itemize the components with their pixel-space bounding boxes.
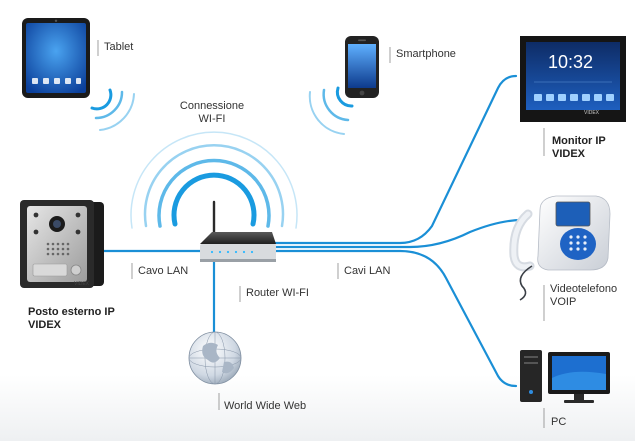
label-router: Router WI-FI (246, 287, 309, 299)
label-videophone: Videotelefono VOIP (550, 283, 617, 309)
cable-router-videophone (270, 218, 524, 249)
door-station-device (20, 200, 104, 288)
label-pc: PC (551, 416, 567, 428)
cable-router-pc (270, 249, 518, 388)
door-brand-text: VIDEX (74, 281, 90, 287)
pc-device (520, 350, 610, 403)
label-smartphone: Smartphone (396, 48, 456, 60)
label-door-station: Posto esterno IP VIDEX (28, 306, 115, 332)
smartphone-wifi-waves (308, 86, 354, 135)
label-wifi-connection: Connessione WI-FI (172, 100, 252, 126)
label-videophone-line2: VOIP (550, 296, 577, 308)
lan-cables (98, 74, 524, 388)
label-cavo-lan: Cavo LAN (138, 265, 189, 277)
tablet-wifi-waves (90, 88, 135, 131)
router-device (200, 200, 276, 262)
cable-router-monitor (270, 74, 518, 245)
monitor-brand-text: VIDEX (584, 110, 600, 116)
label-videophone-line1: Videotelefono (550, 283, 618, 295)
wifi-rings (130, 131, 298, 229)
label-monitor-line2: VIDEX (552, 148, 586, 160)
smartphone-device (345, 36, 379, 98)
label-www: World Wide Web (224, 400, 307, 412)
tablet-device (22, 18, 90, 98)
label-door-line1: Posto esterno IP (28, 306, 115, 318)
monitor-clock: 10:32 (548, 52, 594, 72)
globe-icon (188, 331, 242, 385)
label-tablet: Tablet (104, 41, 134, 53)
videophone-device (509, 195, 611, 301)
label-monitor-line1: Monitor IP (552, 135, 606, 147)
label-monitor: Monitor IP VIDEX (552, 135, 606, 161)
label-cavi-lan: Cavi LAN (344, 265, 391, 277)
monitor-device (520, 36, 626, 122)
label-wifi-line1: Connessione (179, 100, 245, 112)
label-wifi-line2: WI-FI (198, 113, 226, 125)
leader-lines (97, 40, 545, 428)
label-door-line2: VIDEX (28, 319, 62, 331)
